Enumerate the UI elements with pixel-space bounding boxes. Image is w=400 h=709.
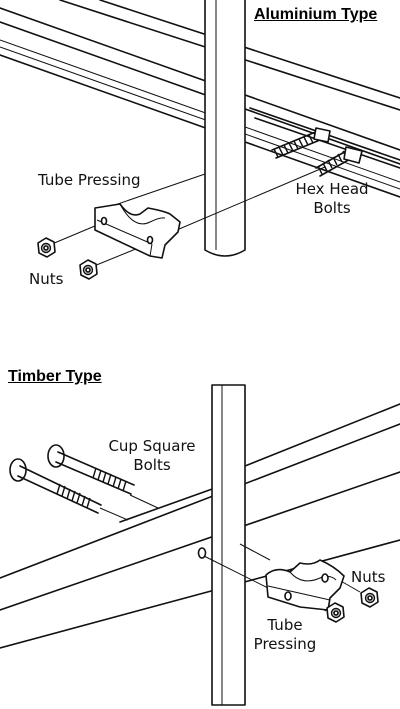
cup-square-bolts-label-line-1: Cup Square	[108, 437, 196, 455]
tube-pressing-label-line-1: Tube	[267, 616, 303, 634]
hex-nut-icon	[37, 237, 56, 258]
aluminium-upright-tube	[204, 0, 246, 257]
cup-square-bolt-icon	[47, 444, 135, 495]
aluminium-rail	[0, 0, 400, 198]
hex-head-bolts-label: Hex Head Bolts	[284, 180, 380, 218]
tube-pressing-icon	[94, 203, 181, 259]
nuts-label: Nuts	[29, 270, 64, 288]
hex-head-bolts-icon	[271, 127, 363, 177]
aluminium-leader-lines	[51, 166, 326, 267]
cup-square-bolt-icon	[9, 458, 102, 514]
cup-square-bolts-label: Cup Square Bolts	[100, 437, 204, 475]
tube-pressing-label: Tube Pressing	[38, 171, 141, 189]
tube-pressing-label-line-2: Pressing	[253, 635, 317, 653]
tube-pressing-label: Tube Pressing	[240, 616, 330, 654]
hex-head-bolts-label-line-1: Hex Head	[295, 180, 369, 198]
timber-rail	[0, 403, 400, 649]
hex-nut-icon	[360, 587, 379, 608]
hex-head-bolts-label-line-2: Bolts	[313, 199, 351, 217]
cup-square-bolts-label-line-2: Bolts	[133, 456, 171, 474]
hex-nut-icon	[79, 259, 98, 280]
bolt-hole	[197, 547, 207, 559]
hex-nut-icon	[326, 602, 345, 623]
aluminium-type-heading: Aluminium Type	[254, 6, 378, 23]
nuts-label: Nuts	[351, 568, 386, 586]
timber-type-heading: Timber Type	[8, 368, 102, 385]
tube-pressing-icon	[265, 559, 345, 611]
timber-upright-tube	[211, 384, 246, 706]
